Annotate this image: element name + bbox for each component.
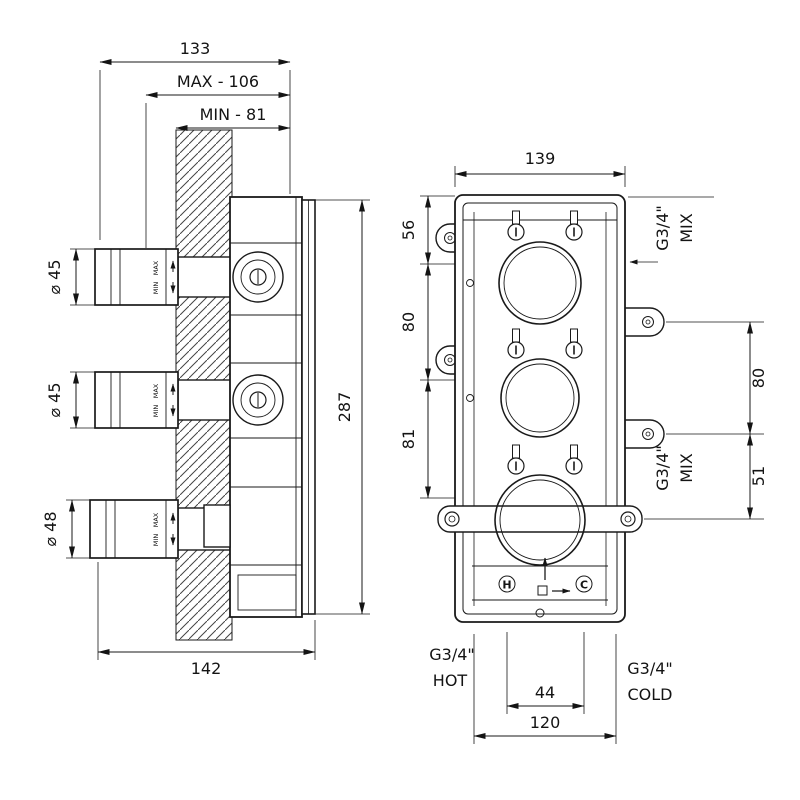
dim-287-text: 287: [335, 392, 354, 423]
front-view: H C 139 56 80 81 G3/4" MIX: [399, 149, 768, 744]
dim-max-106: MAX - 106: [145, 72, 291, 248]
lug-screw-hole: [642, 428, 654, 440]
min-label: MIN: [152, 405, 160, 418]
fixing-bolts: [507, 210, 583, 475]
cartridge-3-grooves: [105, 500, 167, 558]
cold-port-label: C: [580, 579, 588, 592]
dim-dia-48-text: ⌀ 48: [41, 511, 60, 546]
dim-139: 139: [454, 149, 626, 187]
dim-dia-48: ⌀ 48: [41, 499, 90, 559]
cartridge-2: MAX MIN: [94, 371, 233, 429]
cartridge-2-grooves: [110, 372, 167, 428]
flow-block: [537, 585, 548, 596]
cartridge-3-body: [89, 499, 179, 559]
dim-min-81: MIN - 81: [175, 105, 291, 131]
valve-body-detail-lines: [230, 197, 302, 617]
dim-right-chain: 80 51: [644, 321, 768, 520]
side-port-1: [232, 251, 284, 303]
cartridge-1-grooves: [110, 249, 167, 305]
dim-44-text: 44: [535, 683, 555, 702]
dim-81-text: 81: [399, 429, 418, 449]
dim-80-right-text: 80: [749, 368, 768, 388]
inner-rails: [473, 212, 607, 606]
valve-opening-2: [500, 358, 580, 438]
label-mix-top-text: MIX: [677, 213, 696, 243]
mix-top-callout: G3/4" MIX: [628, 196, 714, 265]
dim-max-text: MAX - 106: [177, 72, 259, 91]
side-port-2: [232, 374, 284, 426]
bottom-detail: H C: [472, 557, 608, 618]
thread-mix-low-text: G3/4": [653, 445, 672, 491]
hot-port-label: H: [502, 579, 511, 592]
label-hot-text: HOT: [433, 671, 468, 690]
label-cold-text: COLD: [628, 685, 673, 704]
rail-hole-1: [466, 279, 474, 287]
dim-287: 287: [315, 199, 370, 615]
dim-dia-45-top-text: ⌀ 45: [45, 259, 64, 294]
cartridge-1-stem: [177, 256, 233, 298]
dim-dia-45-mid-text: ⌀ 45: [45, 382, 64, 417]
max-label: MAX: [152, 512, 160, 527]
min-label: MIN: [152, 534, 160, 547]
mounting-bar: [437, 505, 643, 533]
thread-mix-top-text: G3/4": [653, 205, 672, 251]
dim-56-text: 56: [399, 220, 418, 240]
label-mix-low-text: MIX: [677, 453, 696, 483]
dim-133: 133: [99, 39, 291, 240]
dim-142-text: 142: [191, 659, 222, 678]
dim-120-text: 120: [530, 713, 561, 732]
valve-body-side: [229, 196, 303, 618]
lug-screw-hole: [642, 316, 654, 328]
cartridge-2-body: [94, 371, 179, 429]
valve-opening-1: [498, 241, 582, 325]
cartridge-1: MAX MIN: [94, 248, 233, 306]
valve-body-front: [454, 194, 626, 623]
dim-left-chain: 56 80 81: [399, 195, 455, 499]
rail-hole-2: [466, 394, 474, 402]
hot-test-port: [498, 575, 516, 593]
dim-dia-45-mid: ⌀ 45: [45, 371, 95, 429]
dim-51-text: 51: [749, 466, 768, 486]
dim-dia-45-top: ⌀ 45: [45, 248, 95, 306]
dim-bottom: 44 120 G3/4" HOT G3/4" COLD: [429, 632, 673, 744]
mix-low-callout: G3/4" MIX: [653, 445, 696, 491]
dim-80-left-text: 80: [399, 312, 418, 332]
dim-133-text: 133: [180, 39, 211, 58]
dim-min-text: MIN - 81: [200, 105, 267, 124]
thread-hot-text: G3/4": [429, 645, 475, 664]
cold-test-port: [575, 575, 593, 593]
max-label: MAX: [152, 383, 160, 398]
valve-body-front-inner: [462, 202, 618, 615]
side-view: MAX MIN MAX MIN MAX MIN: [41, 39, 370, 678]
body-notch: [203, 504, 231, 548]
min-label: MIN: [152, 282, 160, 295]
cartridge-2-stem: [177, 379, 233, 421]
body-lower-detail: [237, 574, 297, 611]
valve-opening-3: [494, 474, 586, 566]
max-label: MAX: [152, 260, 160, 275]
dim-139-text: 139: [525, 149, 556, 168]
dim-142: 142: [97, 562, 316, 678]
bottom-center-hole: [535, 608, 545, 618]
cartridge-1-body: [94, 248, 179, 306]
thread-cold-text: G3/4": [627, 659, 673, 678]
